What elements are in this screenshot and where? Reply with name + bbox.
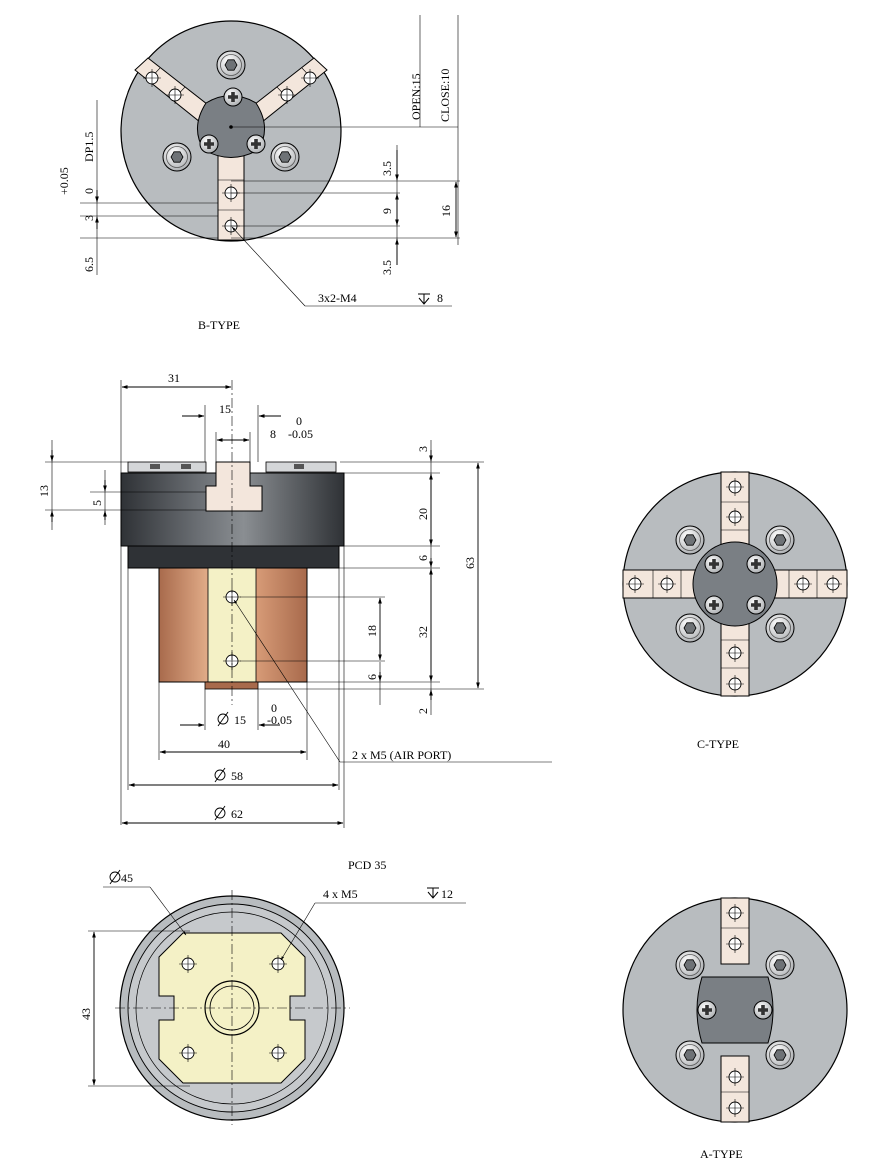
hex-socket-bolt-icon — [270, 142, 300, 172]
side-dim-6-bottom: 6 — [365, 674, 379, 680]
b-type-dim-6-5: 6.5 — [82, 257, 96, 272]
bottom-hole-depth: 12 — [441, 887, 453, 901]
cross-head-screw-icon — [704, 554, 724, 574]
side-slot-tol-bottom: -0.05 — [288, 427, 313, 441]
b-type-tolerance-upper: +0.05 — [57, 167, 71, 195]
b-type-dim-3-5-bottom: 3.5 — [380, 260, 394, 275]
c-type-caption: C-TYPE — [697, 737, 739, 751]
diameter-symbol-icon — [214, 767, 226, 783]
cross-head-screw-icon — [246, 134, 266, 154]
side-dia-15-tol-top: 0 — [271, 701, 277, 715]
side-dim-63: 63 — [463, 557, 477, 569]
side-dim-5: 5 — [90, 500, 104, 506]
b-type-thread-depth: 8 — [437, 291, 443, 305]
side-dia-58: 58 — [231, 769, 243, 783]
hex-socket-bolt-icon — [675, 1040, 705, 1070]
b-type-jaw-bottom — [217, 149, 245, 241]
diameter-symbol-icon — [109, 869, 121, 885]
side-dim-13: 13 — [37, 485, 51, 497]
bottom-pcd-label: PCD 35 — [348, 858, 386, 872]
b-type-caption: B-TYPE — [198, 318, 240, 332]
b-type-view: OPEN:15 CLOSE:10 3.5 9 16 3.5 DP1.5 +0.0… — [57, 15, 460, 332]
hex-socket-bolt-icon — [765, 950, 795, 980]
cross-head-screw-icon — [753, 1000, 773, 1020]
depth-symbol-icon — [418, 293, 430, 305]
diameter-symbol-icon — [217, 711, 229, 727]
side-dim-40: 40 — [218, 737, 230, 751]
side-dim-6-top: 6 — [416, 555, 430, 561]
hex-socket-bolt-icon — [675, 950, 705, 980]
side-dim-20: 20 — [416, 508, 430, 520]
cross-head-screw-icon — [746, 554, 766, 574]
c-type-center-plate — [692, 541, 778, 627]
b-type-dim-3-5-top: 3.5 — [380, 161, 394, 176]
hex-socket-bolt-icon — [765, 1040, 795, 1070]
b-type-dim-16: 16 — [439, 205, 453, 217]
air-port-callout: 2 x M5 (AIR PORT) — [352, 748, 451, 762]
side-dim-32: 32 — [416, 626, 430, 638]
cross-head-screw-icon — [223, 87, 243, 107]
b-type-thread-callout: 3x2-M4 — [318, 291, 357, 305]
side-view: 31 15 0 8 -0.05 13 5 — [37, 371, 552, 828]
hex-socket-bolt-icon — [162, 142, 192, 172]
side-dia-15: 15 — [234, 713, 246, 727]
hex-socket-bolt-icon — [765, 613, 795, 643]
a-type-center-plate — [696, 976, 774, 1044]
side-slot-tol-top: 0 — [296, 414, 302, 428]
hex-socket-bolt-icon — [675, 525, 705, 555]
b-type-dim-3: 3 — [82, 215, 96, 221]
a-type-caption: A-TYPE — [700, 1147, 743, 1161]
hex-socket-bolt-icon — [216, 50, 246, 80]
b-type-dim-9: 9 — [380, 208, 394, 214]
b-type-depth-label: DP1.5 — [82, 132, 96, 162]
side-slot-dim: 8 — [270, 427, 276, 441]
hex-socket-bolt-icon — [765, 525, 795, 555]
bottom-holes-callout: 4 x M5 — [323, 887, 358, 901]
b-type-close-label: CLOSE:10 — [438, 69, 452, 122]
b-type-open-label: OPEN:15 — [409, 73, 423, 120]
bottom-view: PCD 35 45 4 x M5 12 43 — [79, 858, 466, 1125]
side-dia-15-tol-bottom: -0.05 — [267, 713, 292, 727]
side-dim-3: 3 — [416, 446, 430, 452]
a-type-view: A-TYPE — [622, 897, 848, 1161]
side-dim-2: 2 — [416, 708, 430, 714]
bottom-dia-45: 45 — [121, 871, 133, 885]
cross-head-screw-icon — [199, 134, 219, 154]
side-dim-31: 31 — [168, 371, 180, 385]
side-dia-62: 62 — [231, 807, 243, 821]
depth-symbol-icon — [427, 887, 439, 899]
hex-socket-bolt-icon — [675, 613, 705, 643]
side-t-slot-jaw — [205, 461, 263, 512]
side-dim-18: 18 — [365, 625, 379, 637]
c-type-view: C-TYPE — [622, 471, 848, 751]
side-housing-lower — [127, 545, 340, 569]
side-dim-15: 15 — [219, 402, 231, 416]
b-type-tolerance-zero: 0 — [82, 188, 96, 194]
cross-head-screw-icon — [704, 595, 724, 615]
bottom-dim-43: 43 — [79, 1008, 93, 1020]
diameter-symbol-icon — [214, 805, 226, 821]
cross-head-screw-icon — [697, 1000, 717, 1020]
side-jaw-left — [127, 461, 207, 473]
cross-head-screw-icon — [746, 595, 766, 615]
